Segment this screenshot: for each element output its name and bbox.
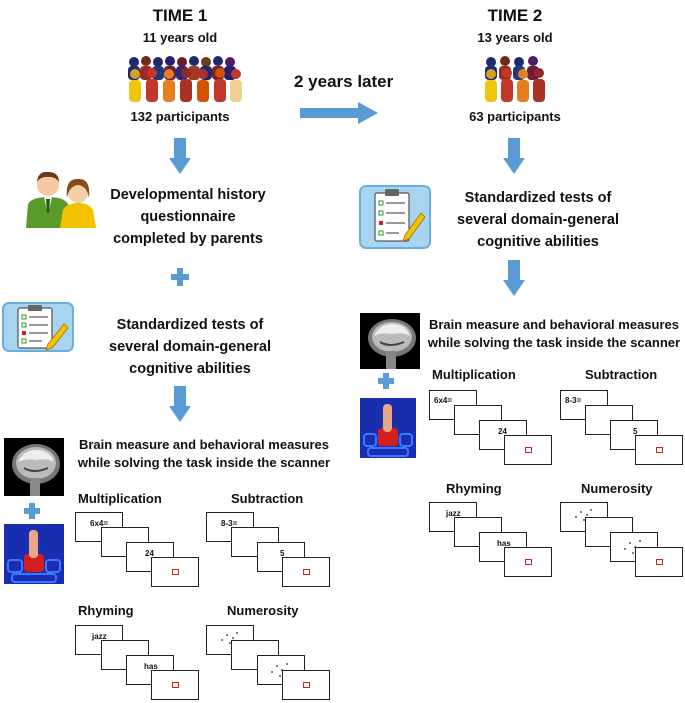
- fixation-box: [656, 447, 663, 453]
- plus-icon: [171, 268, 189, 286]
- card-text: 24: [145, 549, 154, 558]
- time2-title: TIME 2: [487, 6, 543, 25]
- tests-line-2: several domain-general: [109, 339, 271, 355]
- fixation-box: [303, 682, 310, 688]
- card-text: has: [144, 662, 158, 671]
- down-arrow-icon: [503, 260, 525, 296]
- task-label-numerosity: Numerosity: [581, 481, 653, 496]
- task-label-multiplication: Multiplication: [78, 491, 162, 506]
- card-text: 5: [280, 549, 285, 558]
- tests-line-3: cognitive abilities: [477, 234, 599, 250]
- task-label-rhyming: Rhyming: [78, 603, 134, 618]
- plus-icon: [378, 373, 394, 389]
- tests-text-2: Standardized tests of several domain-gen…: [448, 187, 628, 253]
- time1-participants: 132 participants: [130, 109, 230, 124]
- questionnaire-line-2: questionnaire: [140, 209, 236, 225]
- fixation-box: [525, 447, 532, 453]
- brain-text-2: Brain measure and behavioral measures wh…: [420, 316, 685, 352]
- crowd-icon: [485, 56, 545, 102]
- brain-text-1: Brain measure and behavioral measures wh…: [68, 436, 340, 472]
- dots-icon: [271, 663, 291, 677]
- tests-line-1: Standardized tests of: [116, 317, 264, 333]
- button-press-icon: [360, 398, 416, 458]
- task-label-subtraction: Subtraction: [585, 367, 658, 382]
- mri-brain-icon: [4, 438, 64, 496]
- down-arrow-icon: [169, 138, 191, 174]
- card-text: jazz: [92, 632, 107, 641]
- card-text: 24: [498, 427, 507, 436]
- crowd-icon: [126, 54, 244, 102]
- time1-title: TIME 1: [152, 6, 208, 25]
- questionnaire-text: Developmental history questionnaire comp…: [108, 184, 268, 250]
- card-text: jazz: [446, 509, 461, 518]
- card-text: 6x4=: [434, 396, 453, 405]
- tests-line-3: cognitive abilities: [129, 361, 251, 377]
- time1-age: 11 years old: [142, 30, 218, 45]
- right-arrow-icon: [300, 102, 378, 124]
- task-label-subtraction: Subtraction: [231, 491, 304, 506]
- between-label: 2 years later: [294, 72, 394, 91]
- card-text: 5: [633, 427, 638, 436]
- tests-line-1: Standardized tests of: [464, 190, 612, 206]
- dots-icon: [221, 632, 238, 644]
- card-text: has: [497, 539, 511, 548]
- fixation-box: [172, 682, 179, 688]
- clipboard-icon: [359, 185, 431, 249]
- down-arrow-icon: [169, 386, 191, 422]
- brain-line-2: while solving the task inside the scanne…: [77, 455, 331, 470]
- plus-icon: [24, 503, 40, 519]
- fixation-box: [525, 559, 532, 565]
- task-label-rhyming: Rhyming: [446, 481, 502, 496]
- parents-icon: [26, 171, 96, 228]
- brain-line-1: Brain measure and behavioral measures: [428, 317, 679, 332]
- card-text: 8-3=: [565, 396, 582, 405]
- fixation-box: [656, 559, 663, 565]
- dots-icon: [575, 509, 592, 521]
- brain-line-1: Brain measure and behavioral measures: [78, 437, 329, 452]
- button-press-icon: [4, 524, 64, 584]
- down-arrow-icon: [503, 138, 525, 174]
- questionnaire-line-1: Developmental history: [110, 187, 266, 203]
- card-text: 6x4=: [90, 519, 109, 528]
- clipboard-icon: [2, 302, 74, 352]
- tests-line-2: several domain-general: [457, 212, 619, 228]
- task-label-multiplication: Multiplication: [432, 367, 516, 382]
- tests-text-1: Standardized tests of several domain-gen…: [100, 314, 280, 380]
- brain-line-2: while solving the task inside the scanne…: [427, 335, 681, 350]
- task-label-numerosity: Numerosity: [227, 603, 299, 618]
- questionnaire-line-3: completed by parents: [113, 231, 263, 247]
- fixation-box: [172, 569, 179, 575]
- fixation-box: [303, 569, 310, 575]
- time2-participants: 63 participants: [469, 109, 561, 124]
- mri-brain-icon: [360, 313, 420, 369]
- time2-age: 13 years old: [477, 30, 553, 45]
- card-text: 8-3=: [221, 519, 238, 528]
